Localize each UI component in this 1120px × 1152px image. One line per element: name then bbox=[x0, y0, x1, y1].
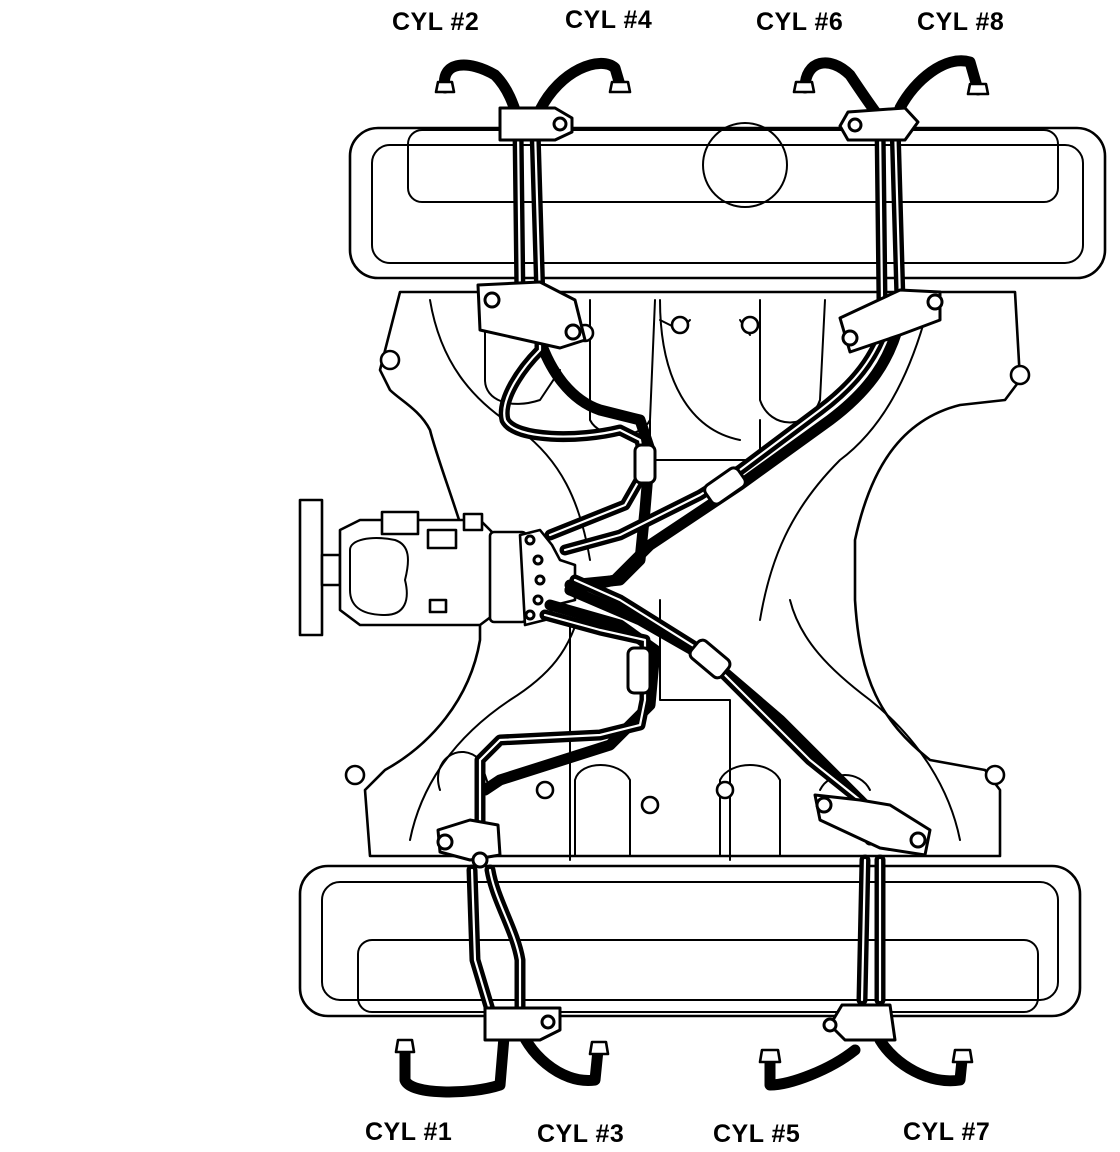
injection-pump bbox=[298, 498, 577, 637]
valve-cover-upper bbox=[348, 122, 1107, 280]
intake-manifold bbox=[344, 290, 1031, 861]
label-cyl-2: CYL #2 bbox=[392, 8, 480, 36]
label-cyl-7: CYL #7 bbox=[903, 1118, 991, 1146]
line-clamps bbox=[436, 106, 944, 1042]
label-cyl-5: CYL #5 bbox=[713, 1120, 801, 1148]
label-cyl-4: CYL #4 bbox=[565, 6, 653, 34]
label-cyl-1: CYL #1 bbox=[365, 1118, 453, 1146]
fuel-lines bbox=[399, 55, 984, 1098]
label-cyl-6: CYL #6 bbox=[756, 8, 844, 36]
injector-nozzles bbox=[394, 80, 990, 1064]
label-cyl-8: CYL #8 bbox=[917, 8, 1005, 36]
label-cyl-3: CYL #3 bbox=[537, 1120, 625, 1148]
valve-cover-lower bbox=[298, 864, 1082, 1018]
